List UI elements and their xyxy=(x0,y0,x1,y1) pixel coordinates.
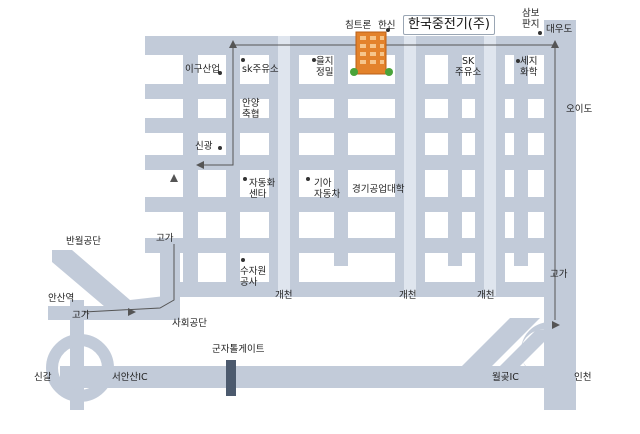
toll-gate-marker xyxy=(226,360,236,396)
company-label: 한국중전기(주) xyxy=(403,15,495,35)
label-incheon: 인천 xyxy=(574,372,592,383)
stream-1 xyxy=(278,36,290,296)
building-icon xyxy=(350,31,393,76)
label-ansan-station: 안산역 xyxy=(48,293,75,304)
bottom-highway xyxy=(60,366,576,388)
road-v8 xyxy=(514,36,528,266)
label-hansin: 한신 xyxy=(378,20,396,31)
ramp-road xyxy=(160,244,180,320)
west-connector xyxy=(48,306,173,320)
road-v6 xyxy=(448,36,462,266)
interchange-ramp-2 xyxy=(478,330,556,388)
poi-dot-eulji xyxy=(312,58,316,62)
label-seji-hwahak: 세지 화학 xyxy=(520,56,538,78)
left-vertical-road xyxy=(70,300,84,410)
label-daewoodo: 대우도 xyxy=(546,24,573,35)
route-line-left xyxy=(83,244,175,313)
route-arrowheads xyxy=(128,40,560,329)
stream-3 xyxy=(484,36,496,296)
road-h3 xyxy=(145,118,573,133)
poi-dot-sambo xyxy=(538,31,542,35)
label-wolgot-ic: 월곶IC xyxy=(492,372,519,383)
label-goga-1: 고가 xyxy=(156,233,174,244)
label-oido: 오이도 xyxy=(566,104,593,115)
streams xyxy=(278,36,496,296)
poi-dot-seji xyxy=(516,59,520,63)
label-anyang-chuksan: 안양 축협 xyxy=(242,98,260,120)
road-v1 xyxy=(183,36,198,296)
label-seoansan-ic: 서안산IC xyxy=(112,372,148,383)
stream-2 xyxy=(404,36,416,296)
label-gaecheon-1: 개천 xyxy=(275,290,293,301)
poi-dot-chimtoron xyxy=(386,28,390,32)
poi-dot-kia xyxy=(306,177,310,181)
label-sujawon-gongsa: 수자원 공사 xyxy=(240,266,267,288)
road-network xyxy=(48,20,576,410)
label-kia-motors: 기아 자동차 xyxy=(314,178,341,200)
poi-dot-jadonghwa xyxy=(243,177,247,181)
road-h4 xyxy=(145,155,573,170)
left-diagonal-road xyxy=(52,250,165,318)
label-gunja-gate: 군자톨게이트 xyxy=(212,344,265,355)
seoansan-interchange xyxy=(46,334,114,402)
poi-dot-sk1 xyxy=(241,58,245,62)
arrowhead-left xyxy=(196,161,204,169)
label-jadonghwa-center: 자동화 센타 xyxy=(249,178,276,200)
poi-dot-igu xyxy=(218,71,222,75)
label-singwang: 신광 xyxy=(195,141,213,152)
right-highway xyxy=(544,20,576,410)
label-goga-3: 고가 xyxy=(550,269,568,280)
label-goga-2: 고가 xyxy=(72,310,90,321)
poi-dot-singwang xyxy=(218,146,222,150)
arrowhead-right xyxy=(128,308,136,316)
road-v4 xyxy=(334,36,348,266)
label-sk-gas-1: sk주유소 xyxy=(242,64,279,75)
arrowhead-up-left xyxy=(229,40,237,48)
label-banwol-gongdan: 반월공단 xyxy=(66,236,101,247)
label-sambo-panji: 삼보 판지 xyxy=(522,8,540,30)
label-eulji-jeongmil: 을지 정밀 xyxy=(316,56,334,78)
road-v2 xyxy=(226,36,240,296)
label-sk-gas-2: SK 주유소 xyxy=(455,56,482,78)
label-sahoe-gongdan: 사회공단 xyxy=(172,318,207,329)
cloverleaf-ring xyxy=(46,334,114,402)
label-chimtoron: 침트론 xyxy=(345,20,372,31)
label-igu-sanup: 이구산업 xyxy=(185,64,220,75)
label-gaecheon-2: 개천 xyxy=(399,290,417,301)
label-gaecheon-3: 개천 xyxy=(477,290,495,301)
road-h2 xyxy=(145,84,573,99)
label-gyeonggi-univ: 경기공업대학 xyxy=(352,184,405,195)
interchange-ramp-1 xyxy=(462,318,540,366)
road-h5 xyxy=(145,197,573,212)
road-h7 xyxy=(165,282,573,297)
arrowhead-right-exit xyxy=(552,321,560,329)
arrowhead-up-right xyxy=(551,40,559,48)
wolgot-interchange xyxy=(462,318,556,388)
road-h6 xyxy=(145,238,573,253)
label-singal: 신갈 xyxy=(34,372,52,383)
poi-dot-sujawon xyxy=(241,258,245,262)
arrowhead-up-goga xyxy=(170,174,178,182)
